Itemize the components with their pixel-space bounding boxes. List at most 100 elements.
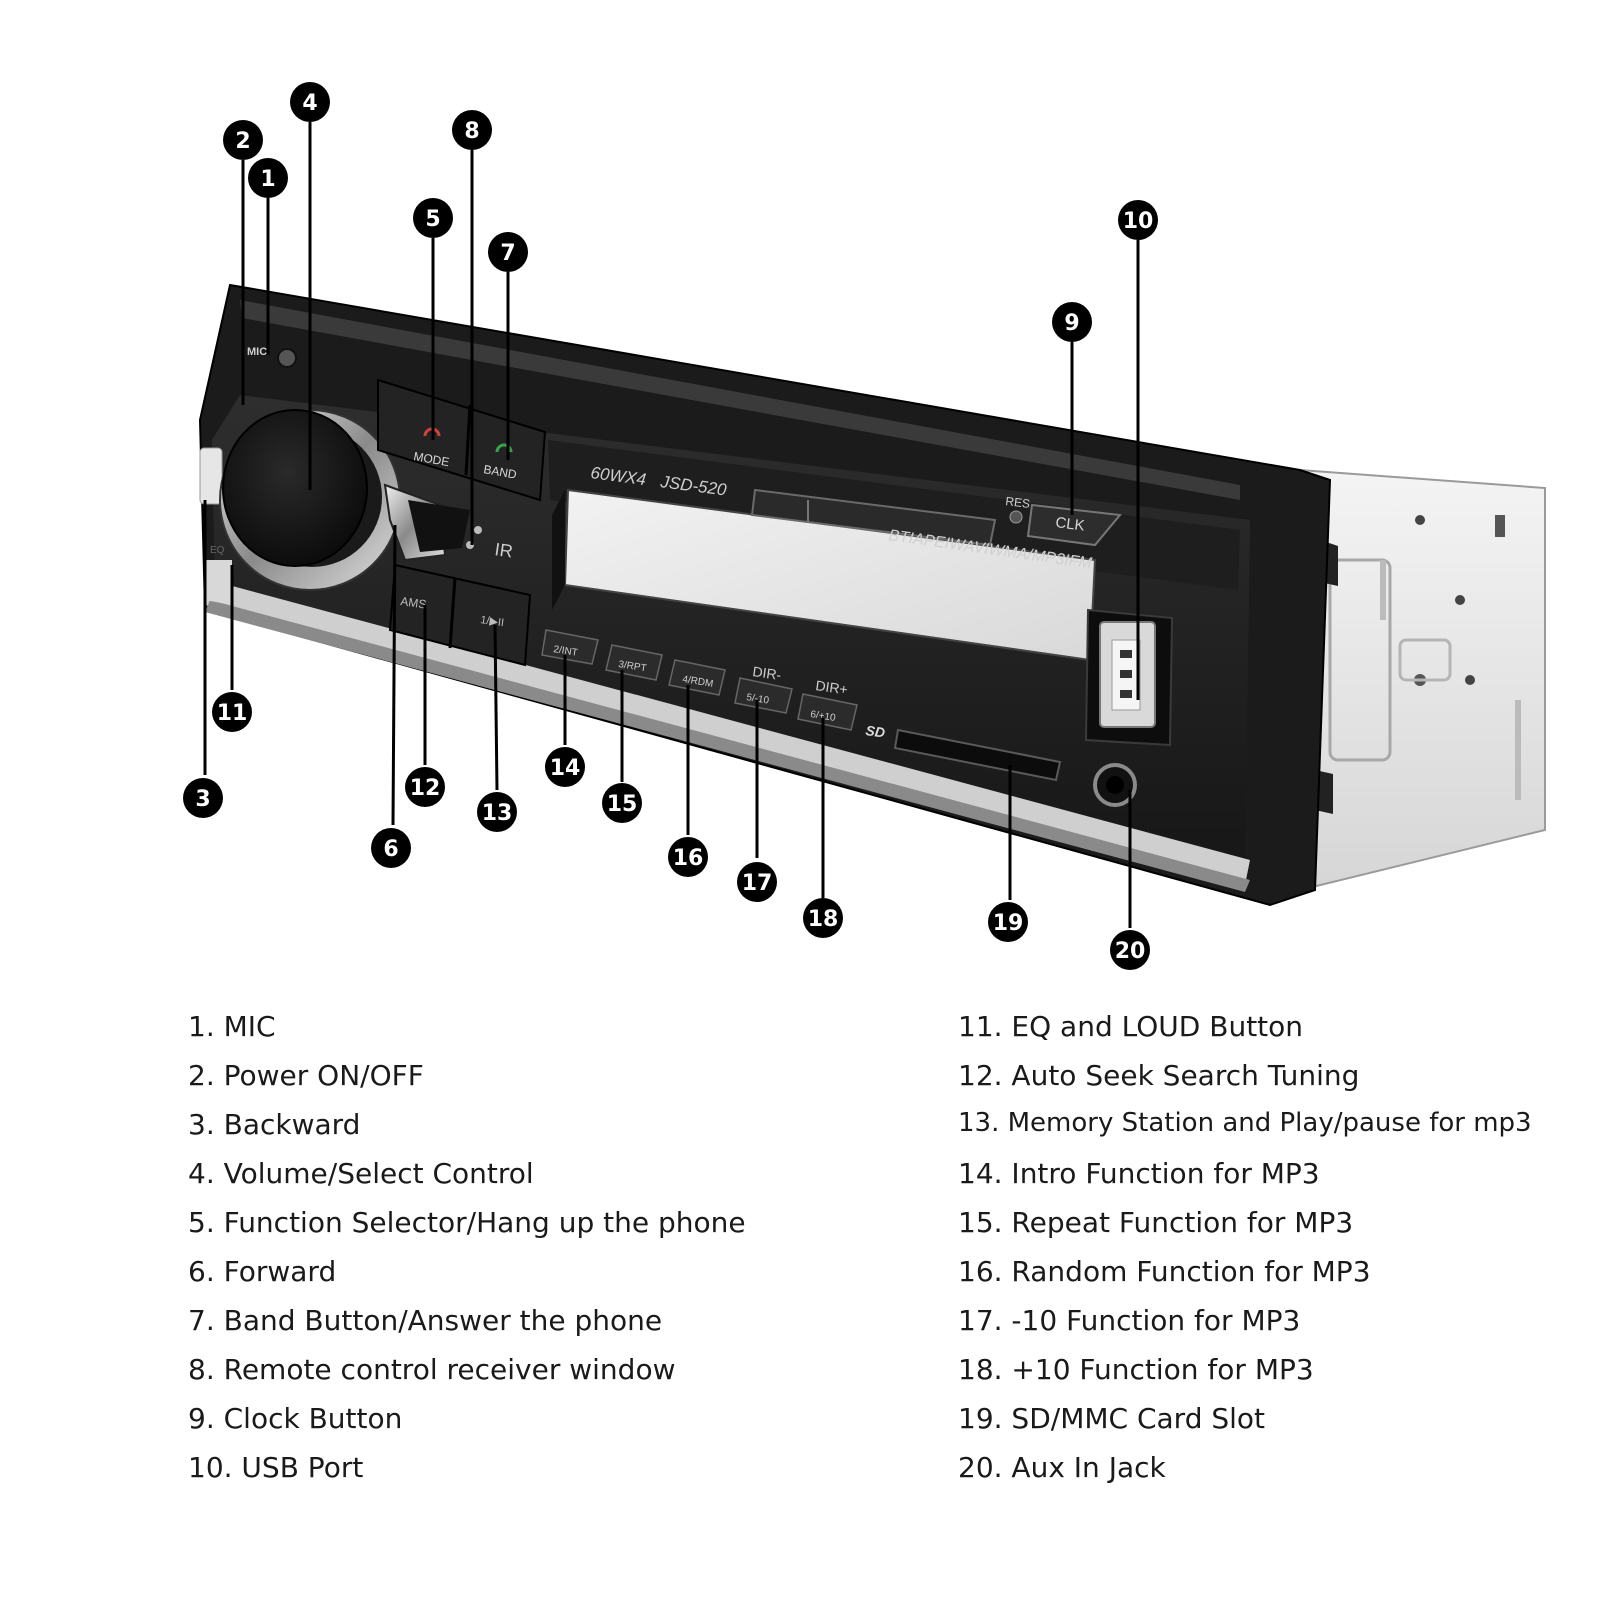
ams-button[interactable]: AMS [400, 594, 428, 611]
mode-label: MODE [412, 449, 450, 469]
callout-15: 15 [602, 783, 642, 823]
aux-jack[interactable] [1093, 763, 1137, 807]
front-slot [750, 488, 997, 547]
legend-item: 5. Function Selector/Hang up the phone [188, 1206, 746, 1239]
preset-6-label: 6/+10 [810, 709, 837, 724]
preset-buttons: 2/INT 3/RPT 4/RDM DIR- 5/-10 DIR+ 6/+10 [541, 629, 858, 731]
callout-circle [477, 792, 517, 832]
sd-card-slot[interactable]: SD [865, 722, 1062, 782]
callout-circle [1052, 302, 1092, 342]
legend-item: 12. Auto Seek Search Tuning [958, 1059, 1360, 1092]
callout-circle [488, 232, 528, 272]
preset-3-label: 3/RPT [618, 659, 648, 674]
res-label: RES [1005, 494, 1031, 511]
callout-circle [668, 837, 708, 877]
band-button[interactable]: BAND [482, 443, 518, 482]
legend-item: 10. USB Port [188, 1451, 364, 1484]
callout-circle [1118, 200, 1158, 240]
preset-button-2[interactable]: 2/INT [541, 629, 599, 665]
preset-4-label: 4/RDM [682, 674, 714, 690]
clock-button[interactable]: CLK [1026, 503, 1122, 547]
legend-item: 1. MIC [188, 1010, 276, 1043]
disc-slot-strip [240, 300, 1240, 500]
callout-circle [803, 898, 843, 938]
legend-item: 14. Intro Function for MP3 [958, 1157, 1320, 1190]
legend-item: 13. Memory Station and Play/pause for mp… [958, 1108, 1532, 1138]
callout-12: 12 [405, 767, 445, 807]
play-pause-button[interactable]: 1/▶II [480, 614, 505, 629]
callout-11: 11 [212, 692, 252, 732]
callout-number: 2 [235, 129, 250, 154]
callout-2: 2 [223, 120, 263, 160]
mic-hole: MIC [247, 346, 297, 368]
legend-item: 17. -10 Function for MP3 [958, 1304, 1301, 1337]
callout-number: 13 [482, 801, 513, 826]
callout-9: 9 [1052, 302, 1092, 342]
mic-label: MIC [247, 346, 267, 358]
legend-item: 9. Clock Button [188, 1402, 403, 1435]
callout-circle [223, 120, 263, 160]
callout-circle [290, 82, 330, 122]
callout-circle [1110, 930, 1150, 970]
callout-number: 8 [464, 119, 479, 144]
callout-circle [183, 778, 223, 818]
callout-18: 18 [803, 898, 843, 938]
callout-19: 19 [988, 902, 1028, 942]
legend-item: 20. Aux In Jack [958, 1451, 1166, 1484]
callout-circle [371, 828, 411, 868]
power-button[interactable] [199, 447, 223, 505]
callout-number: 15 [607, 792, 638, 817]
callout-number: 14 [550, 756, 581, 781]
car-stereo-diagram: EQ MIC MODE BAND IR AMS 1/▶II [183, 82, 1546, 970]
dir-plus-label: DIR+ [815, 677, 849, 697]
callout-13: 13 [477, 792, 517, 832]
callout-number: 6 [383, 837, 398, 862]
leader-lines [203, 122, 1140, 928]
legend-item: 4. Volume/Select Control [188, 1157, 534, 1190]
sd-logo: SD [865, 722, 886, 741]
preset-button-3[interactable]: 3/RPT [605, 644, 663, 681]
metal-chassis [1299, 468, 1546, 892]
callout-number: 11 [217, 701, 248, 726]
volume-knob[interactable] [219, 409, 401, 591]
legend-item: 2. Power ON/OFF [188, 1059, 424, 1092]
legend-item: 8. Remote control receiver window [188, 1353, 676, 1386]
preset-5-label: 5/-10 [746, 692, 771, 706]
callout-circle [545, 747, 585, 787]
callout-number: 19 [993, 911, 1024, 936]
legend-item: 18. +10 Function for MP3 [958, 1353, 1314, 1386]
callout-number: 17 [742, 871, 773, 896]
callout-circle [452, 110, 492, 150]
callout-circle [737, 862, 777, 902]
callout-circle [413, 198, 453, 238]
preset-button-6[interactable]: DIR+ 6/+10 [797, 677, 858, 731]
callout-10: 10 [1118, 200, 1158, 240]
ir-label: IR [493, 539, 514, 561]
clk-label: CLK [1055, 514, 1086, 534]
preset-button-4[interactable]: 4/RDM [668, 659, 726, 696]
reset-button[interactable]: RES [1005, 494, 1031, 524]
callout-circle [212, 692, 252, 732]
callout-circle [988, 902, 1028, 942]
chrome-edge [205, 580, 1250, 885]
svg-text:EQ: EQ [210, 545, 225, 556]
callout-number: 5 [425, 207, 440, 232]
legend-item: 7. Band Button/Answer the phone [188, 1304, 663, 1337]
legend-item: 15. Repeat Function for MP3 [958, 1206, 1354, 1239]
forward-lever[interactable] [383, 483, 470, 562]
callout-1: 1 [248, 158, 288, 198]
usb-port[interactable] [1084, 608, 1174, 747]
callout-16: 16 [668, 837, 708, 877]
callout-number: 10 [1123, 209, 1154, 234]
callout-14: 14 [545, 747, 585, 787]
preset-button-5[interactable]: DIR- 5/-10 [734, 663, 793, 714]
callout-circle [405, 767, 445, 807]
callout-3: 3 [183, 778, 223, 818]
callout-8: 8 [452, 110, 492, 150]
callout-5: 5 [413, 198, 453, 238]
callout-circle [602, 783, 642, 823]
dir-minus-label: DIR- [752, 663, 783, 683]
callout-number: 4 [302, 91, 317, 116]
callout-4: 4 [290, 82, 330, 122]
